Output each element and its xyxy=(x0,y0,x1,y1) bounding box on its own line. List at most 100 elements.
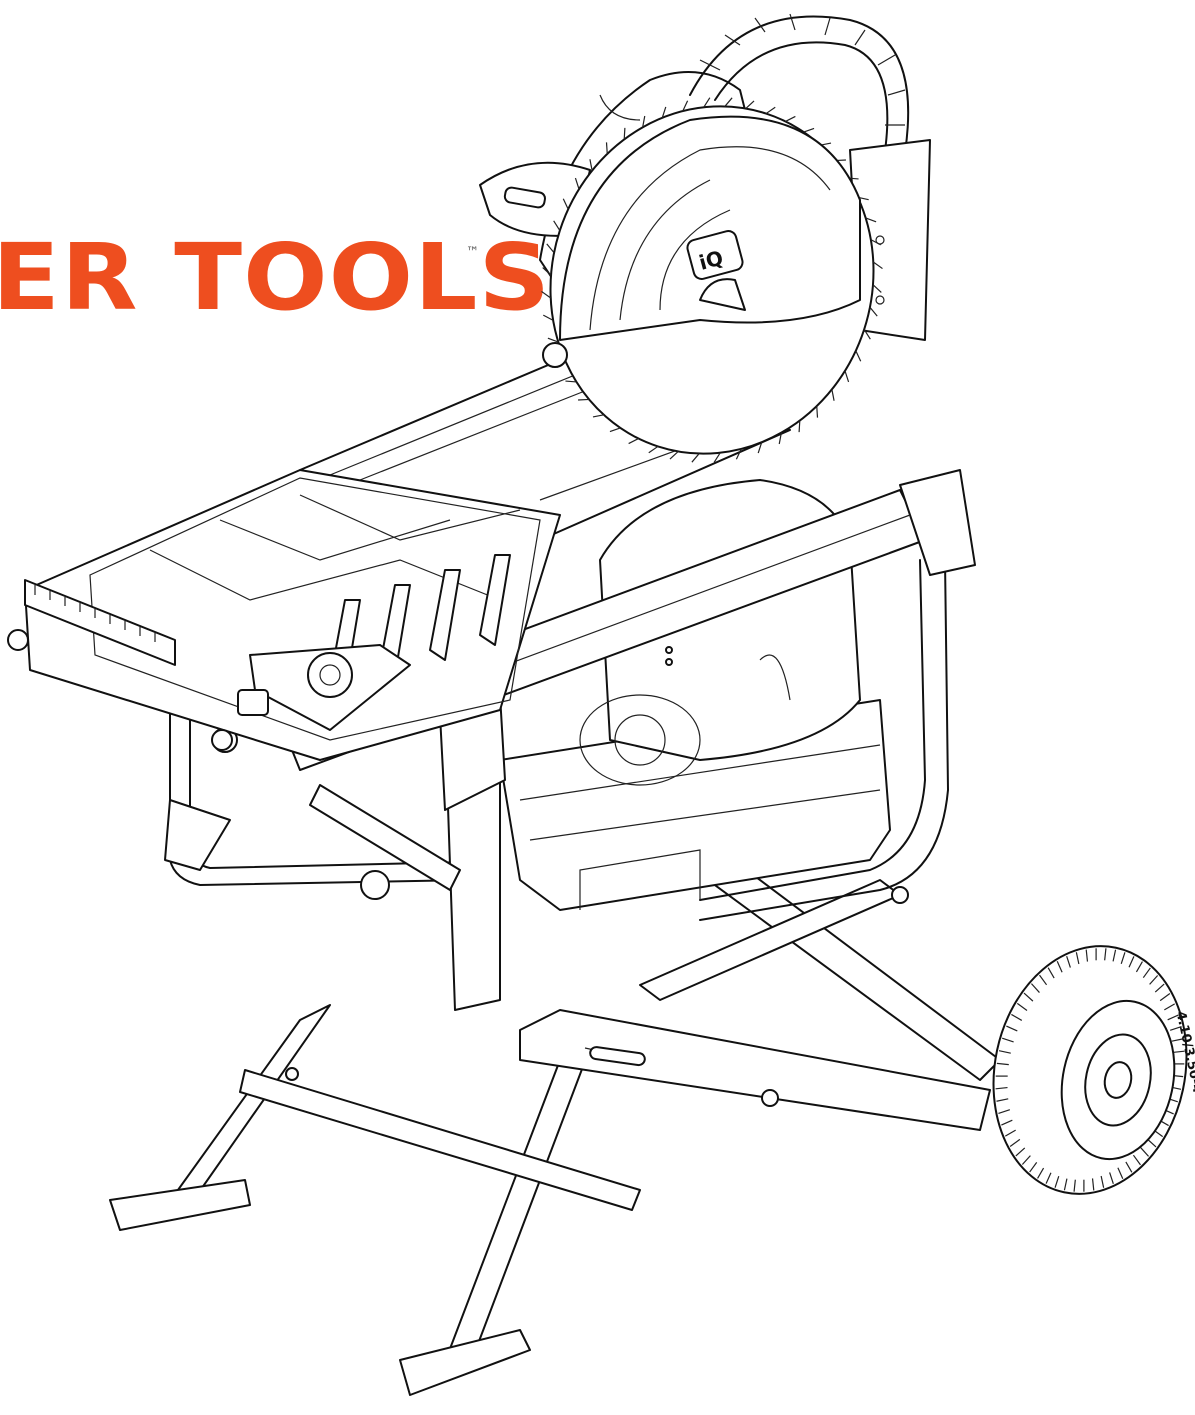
blade-tooth xyxy=(574,177,580,190)
wheel-tread-mark xyxy=(1109,1172,1114,1185)
wheel-tread-mark xyxy=(1002,1037,1014,1043)
blade-tooth xyxy=(831,389,835,401)
blade-tooth xyxy=(661,106,667,119)
wheel-tread-mark xyxy=(1037,1167,1045,1179)
wheel-tread-mark xyxy=(1149,975,1159,985)
wheel-icon: 4.10/3.50-4 xyxy=(992,945,1195,1195)
wheel-tread-mark xyxy=(1066,955,1071,968)
wheel-tread-mark xyxy=(1015,1147,1026,1157)
blade-tooth xyxy=(578,398,590,401)
wheel-tread-mark xyxy=(996,1062,1009,1066)
blade-tooth xyxy=(703,97,711,108)
blade-tooth xyxy=(865,217,877,223)
wheel-tread-mark xyxy=(1167,1014,1179,1021)
blade-tooth xyxy=(562,198,569,210)
wheel-tread-mark xyxy=(1140,1147,1150,1157)
wheel-tread-mark xyxy=(995,1086,1008,1090)
wheel-tread-mark xyxy=(1085,949,1089,962)
wheel-tread-mark xyxy=(996,1098,1009,1102)
wheel-tread-mark xyxy=(1159,993,1171,1002)
wheel-tread-mark xyxy=(1011,1013,1023,1021)
wheel-tread-mark xyxy=(1135,961,1143,973)
wheel-tread-mark xyxy=(1169,1026,1182,1031)
blade-tooth xyxy=(541,290,552,299)
blade-tooth xyxy=(628,438,639,445)
blade-tooth xyxy=(713,452,721,463)
blade-tooth xyxy=(642,115,646,128)
wheel-tread-mark xyxy=(1029,1161,1038,1173)
wheel-tread-mark xyxy=(1016,1002,1028,1011)
blade-tooth xyxy=(542,267,552,276)
blade-tooth xyxy=(855,350,862,362)
blade-tooth xyxy=(553,220,561,231)
blade-tooth xyxy=(546,243,555,254)
wheel-tread-mark xyxy=(1112,949,1117,962)
blade-tooth xyxy=(745,100,755,109)
wheel-tread-mark xyxy=(1171,1038,1184,1042)
wheel-tread-mark xyxy=(1006,1025,1018,1032)
blade-tooth xyxy=(785,115,796,122)
blade-tooth xyxy=(765,106,776,115)
hose-ribs xyxy=(699,13,906,126)
wheel-tread-mark xyxy=(1142,967,1151,979)
stand-legs xyxy=(109,819,1001,1396)
blade-tooth xyxy=(816,405,819,418)
wheel-tread-mark xyxy=(1063,1178,1068,1191)
wheel-tread-mark xyxy=(1047,967,1055,979)
blade-tooth xyxy=(623,127,626,140)
wheel-tread-mark xyxy=(1056,961,1063,973)
wheel-tread-mark xyxy=(1039,974,1048,986)
blade-tooth xyxy=(778,432,782,445)
wheel-tread-mark xyxy=(1172,1050,1185,1054)
blade-tooth xyxy=(724,97,733,107)
wheel-tread-mark xyxy=(1125,1161,1133,1173)
wheel-tread-mark xyxy=(1104,948,1107,961)
wheel-tread-mark xyxy=(1132,1154,1141,1166)
brand-wordmark: ER TOOLS xyxy=(0,232,551,324)
wheel-tread-mark xyxy=(1075,952,1080,965)
blade-tooth xyxy=(682,100,689,112)
blade-tooth xyxy=(872,261,883,270)
wheel-tread-mark xyxy=(1023,992,1034,1002)
blade-tooth xyxy=(757,441,763,454)
wheel-tread-mark xyxy=(998,1109,1011,1114)
wheel-tread-mark xyxy=(1030,983,1040,993)
blade-tooth xyxy=(648,445,659,454)
blade-tooth xyxy=(589,159,593,171)
blade-tooth xyxy=(542,314,554,321)
blade-tooth xyxy=(609,427,621,433)
blade-tooth xyxy=(669,451,679,460)
wheel-tread-mark xyxy=(1004,1129,1016,1137)
wheel-tread-mark xyxy=(1154,983,1165,993)
blade-tooth xyxy=(605,142,608,155)
blade-tooth xyxy=(803,127,815,133)
blade-tooth xyxy=(870,239,882,246)
blade-guard: iQ xyxy=(542,115,861,368)
blade-tooth xyxy=(863,329,871,340)
blade-tooth xyxy=(844,370,850,383)
wheel-tread-mark xyxy=(1009,1138,1021,1147)
wheel-tread-mark xyxy=(1073,1179,1076,1192)
blade-tooth xyxy=(798,420,801,433)
wheel-tread-mark xyxy=(1091,1178,1095,1191)
ruler-ticks xyxy=(34,585,156,642)
wheel-tread-mark xyxy=(1054,1176,1060,1188)
wheel-tread-mark xyxy=(1045,1172,1052,1184)
wheel-tread-mark xyxy=(1117,1167,1124,1179)
wheel-tread-mark xyxy=(998,1050,1011,1054)
blade-tooth xyxy=(592,414,604,418)
trademark-symbol: ™ xyxy=(466,245,479,260)
wheel-tread-mark xyxy=(1021,1155,1031,1165)
wheel-tread-mark xyxy=(1128,956,1135,968)
blade-tooth xyxy=(735,448,742,460)
blade-tooth xyxy=(565,380,577,383)
wheel-tread-mark xyxy=(1120,952,1126,964)
blade-tooth xyxy=(872,284,882,293)
blade-tooth xyxy=(869,306,878,317)
blade-tooth xyxy=(691,453,700,463)
wheel-tread-mark xyxy=(1100,1175,1105,1188)
blade-tooth xyxy=(547,337,559,343)
brand-wordmark-text: ER TOOLS xyxy=(0,224,552,331)
sliding-cart xyxy=(7,469,561,761)
